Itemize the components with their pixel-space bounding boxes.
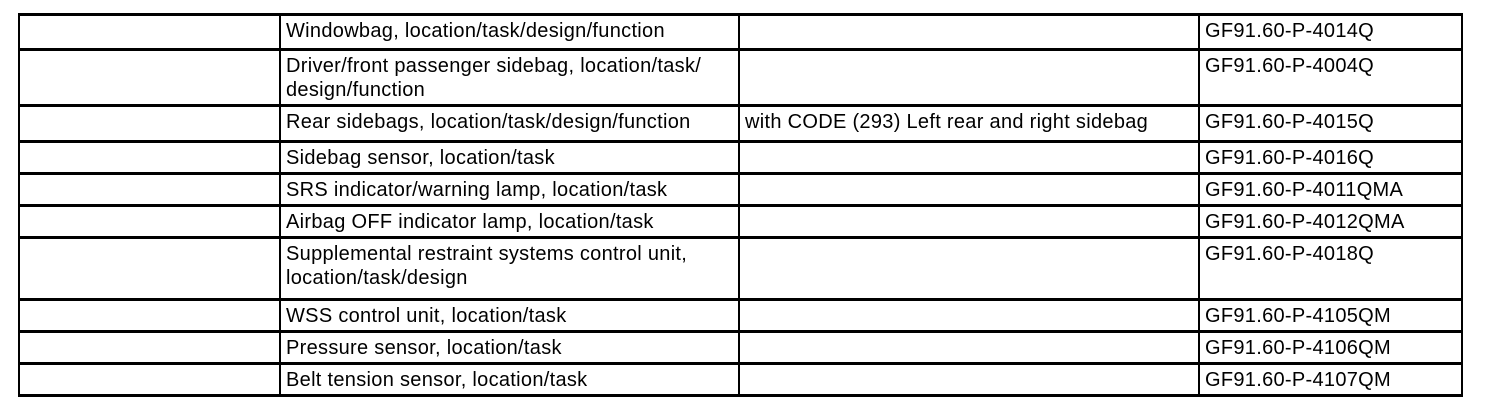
table-cell-empty [18, 48, 281, 107]
table-cell-code: GF91.60-P-4105QM [1198, 298, 1463, 333]
table-cell-empty [18, 298, 281, 333]
table-cell-description: SRS indicator/warning lamp, location/tas… [279, 172, 740, 207]
table-cell-empty [18, 330, 281, 365]
table-row: SRS indicator/warning lamp, location/tas… [18, 172, 1463, 207]
table-cell-empty [18, 172, 281, 207]
table-cell-code: GF91.60-P-4011QMA [1198, 172, 1463, 207]
table-cell-description: Driver/front passenger sidebag, location… [279, 48, 740, 107]
table-row: Belt tension sensor, location/task GF91.… [18, 362, 1463, 397]
table-row: Driver/front passenger sidebag, location… [18, 48, 1463, 107]
table-cell-description: Airbag OFF indicator lamp, location/task [279, 204, 740, 239]
table-row: Sidebag sensor, location/task GF91.60-P-… [18, 140, 1463, 175]
table-cell-description: Windowbag, location/task/design/function [279, 13, 740, 51]
table-row: Rear sidebags, location/task/design/func… [18, 104, 1463, 143]
table-cell-note [738, 236, 1200, 301]
table-cell-empty [18, 204, 281, 239]
table-row: Windowbag, location/task/design/function… [18, 13, 1463, 51]
table-cell-empty [18, 362, 281, 397]
table-cell-code: GF91.60-P-4014Q [1198, 13, 1463, 51]
table-cell-code: GF91.60-P-4012QMA [1198, 204, 1463, 239]
table-cell-code: GF91.60-P-4016Q [1198, 140, 1463, 175]
table-cell-note [738, 204, 1200, 239]
table-cell-empty [18, 104, 281, 143]
table-cell-note: with CODE (293) Left rear and right side… [738, 104, 1200, 143]
table-cell-note [738, 140, 1200, 175]
document-index-table: Windowbag, location/task/design/function… [18, 13, 1463, 397]
table-cell-note [738, 362, 1200, 397]
table-cell-description: Supplemental restraint systems control u… [279, 236, 740, 301]
table-row: Airbag OFF indicator lamp, location/task… [18, 204, 1463, 239]
table-row: Pressure sensor, location/task GF91.60-P… [18, 330, 1463, 365]
table-cell-description: Rear sidebags, location/task/design/func… [279, 104, 740, 143]
table-cell-description: Pressure sensor, location/task [279, 330, 740, 365]
table-cell-code: GF91.60-P-4015Q [1198, 104, 1463, 143]
table-cell-note [738, 298, 1200, 333]
table-cell-description: WSS control unit, location/task [279, 298, 740, 333]
table-cell-empty [18, 13, 281, 51]
table-cell-note [738, 172, 1200, 207]
table-cell-note [738, 13, 1200, 51]
table-cell-code: GF91.60-P-4107QM [1198, 362, 1463, 397]
table-row: WSS control unit, location/task GF91.60-… [18, 298, 1463, 333]
table-cell-description: Belt tension sensor, location/task [279, 362, 740, 397]
table-cell-code: GF91.60-P-4018Q [1198, 236, 1463, 301]
table-cell-note [738, 330, 1200, 365]
table-cell-code: GF91.60-P-4106QM [1198, 330, 1463, 365]
table-cell-description: Sidebag sensor, location/task [279, 140, 740, 175]
table-cell-note [738, 48, 1200, 107]
table-cell-code: GF91.60-P-4004Q [1198, 48, 1463, 107]
table-cell-empty [18, 140, 281, 175]
table-row: Supplemental restraint systems control u… [18, 236, 1463, 301]
table-cell-empty [18, 236, 281, 301]
